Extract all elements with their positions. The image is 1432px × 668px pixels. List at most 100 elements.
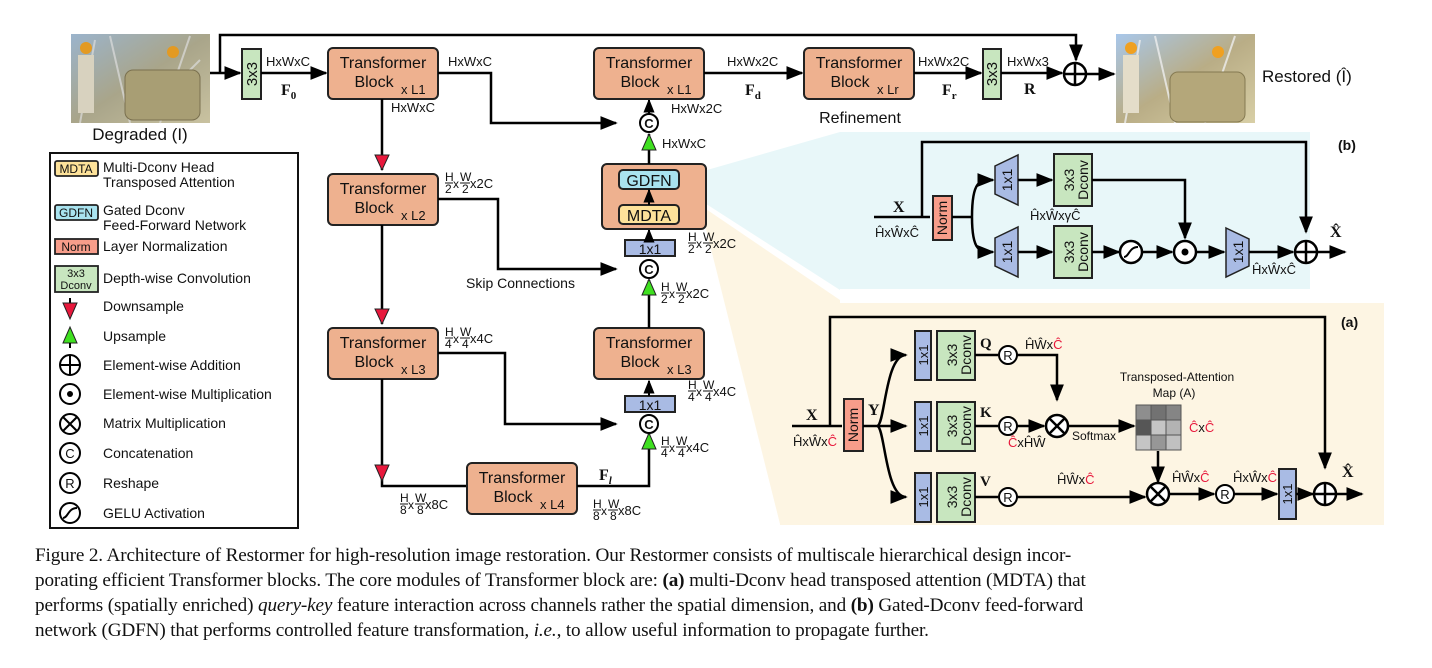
reshape-icon: R (998, 487, 1018, 507)
svg-text:H: H (688, 378, 697, 392)
svg-text:Block: Block (830, 74, 870, 91)
upsample-icon (641, 431, 657, 450)
svg-text:ĈxĤŴ: ĈxĤŴ (1008, 435, 1046, 450)
svg-text:Transposed Attention: Transposed Attention (103, 174, 235, 190)
svg-text:Upsample: Upsample (103, 328, 166, 344)
svg-text:2: 2 (445, 182, 452, 196)
svg-text:Q: Q (980, 336, 992, 352)
svg-text:8: 8 (400, 503, 407, 517)
svg-text:x4C: x4C (713, 384, 736, 399)
reshape-icon: R (998, 345, 1018, 365)
svg-text:Block: Block (493, 489, 533, 506)
skip-connection-level2 (438, 197, 618, 276)
panel-b-gdfn: (b) X ĤxŴxĈ Norm 1x1 1x1 3x3 Dconv 3x3 D… (874, 137, 1356, 279)
svg-text:8: 8 (610, 509, 617, 523)
svg-text:1x1: 1x1 (916, 416, 931, 437)
svg-text:3x3: 3x3 (944, 415, 960, 438)
svg-text:R: R (1003, 419, 1012, 434)
dim-label: HxWxC (448, 54, 492, 69)
conv1x1-trapezoid (994, 225, 1019, 279)
restored-label: Restored (Î) (1262, 67, 1352, 86)
block-multiplier: x L3 (667, 362, 692, 377)
svg-text:Transformer: Transformer (340, 55, 427, 72)
skip-connection-level1 (438, 71, 618, 130)
svg-text:Multi-Dconv Head: Multi-Dconv Head (103, 159, 214, 175)
svg-text:Transformer: Transformer (816, 55, 903, 72)
conv1x1-q (914, 330, 932, 381)
svg-text:MDTA: MDTA (59, 162, 92, 176)
conv-in-label: 3x3 (244, 62, 261, 86)
svg-text:Dconv: Dconv (958, 406, 974, 446)
svg-text:ĤxŴxγĈ: ĤxŴxγĈ (1030, 208, 1081, 223)
dim-label-half: H 2 x W 2 x2C (661, 280, 709, 306)
caption-line: performs (spatially enriched) query-key … (35, 595, 1084, 616)
svg-text:x8C: x8C (618, 503, 641, 518)
svg-text:4: 4 (661, 446, 668, 460)
svg-text:4: 4 (678, 446, 685, 460)
fr-label: Fr (942, 82, 957, 102)
svg-text:C: C (644, 417, 654, 432)
caption-line: porating efficient Transformer blocks. T… (35, 570, 1086, 591)
attention-map-cell (1135, 419, 1152, 436)
svg-text:Transformer: Transformer (606, 335, 693, 352)
svg-text:Matrix Multiplication: Matrix Multiplication (103, 415, 226, 431)
svg-text:W: W (460, 170, 472, 184)
svg-text:Block: Block (620, 354, 660, 371)
svg-text:x4C: x4C (686, 440, 709, 455)
svg-text:Transformer: Transformer (340, 335, 427, 352)
svg-text:x: x (453, 177, 459, 191)
caption-line: Figure 2. Architecture of Restormer for … (35, 545, 1072, 566)
svg-text:Block: Block (354, 354, 394, 371)
figure-caption: Figure 2. Architecture of Restormer for … (35, 543, 1415, 643)
svg-text:Concatenation: Concatenation (103, 445, 193, 461)
svg-text:MDTA: MDTA (627, 208, 671, 225)
refinement-block: Transformer Block x Lr (803, 47, 915, 100)
svg-text:4: 4 (705, 390, 712, 404)
svg-text:2: 2 (462, 182, 469, 196)
svg-text:Transformer: Transformer (606, 55, 693, 72)
legend-addition-icon (59, 354, 81, 376)
svg-text:4: 4 (462, 337, 469, 351)
skip-connection-level3 (438, 351, 618, 431)
svg-text:W: W (676, 280, 688, 294)
attention-map-cell (1135, 434, 1152, 451)
svg-text:3x3: 3x3 (1061, 241, 1077, 264)
conv1x1-trapezoid (994, 153, 1019, 207)
panel-a-tag: (a) (1341, 314, 1358, 330)
svg-text:x2C: x2C (686, 286, 709, 301)
svg-text:Downsample: Downsample (103, 298, 184, 314)
svg-text:H: H (688, 230, 697, 244)
svg-text:Block: Block (620, 74, 660, 91)
degraded-image (71, 34, 210, 124)
svg-text:2: 2 (661, 292, 668, 306)
svg-text:8: 8 (593, 509, 600, 523)
svg-text:Dconv: Dconv (1075, 160, 1091, 200)
fd-label: Fd (745, 82, 761, 102)
svg-text:x: x (696, 237, 702, 251)
dim-label-quarter: H 4 x W 4 x4C (688, 378, 736, 404)
block-multiplier: x L1 (401, 82, 426, 97)
svg-text:Transposed-Attention: Transposed-Attention (1120, 370, 1234, 384)
svg-text:Transformer: Transformer (479, 470, 566, 487)
flow-line (577, 434, 651, 488)
decoder-block-level2: GDFN MDTA (601, 163, 707, 230)
legend-multiplication-icon (59, 383, 81, 405)
matrix-multiplication-icon (1145, 481, 1171, 507)
svg-text:Norm: Norm (61, 240, 90, 254)
svg-text:Dconv: Dconv (1075, 232, 1091, 272)
svg-text:C: C (644, 262, 654, 277)
conv1x1-k (914, 401, 932, 452)
reshape-icon: R (998, 416, 1018, 436)
svg-text:R: R (1003, 490, 1012, 505)
decoder-block-level1: Transformer Block x L1 (593, 47, 705, 100)
block-multiplier: x L3 (401, 362, 426, 377)
svg-text:C: C (65, 446, 74, 461)
caption-line: network (GDFN) that performs controlled … (35, 620, 929, 641)
dconv-3x3 (1053, 153, 1093, 207)
dim-label: HxWxC (266, 54, 310, 69)
svg-text:W: W (703, 378, 715, 392)
svg-text:K: K (980, 405, 992, 421)
svg-text:X: X (893, 199, 905, 216)
svg-text:Block: Block (354, 200, 394, 217)
svg-text:H: H (661, 434, 670, 448)
